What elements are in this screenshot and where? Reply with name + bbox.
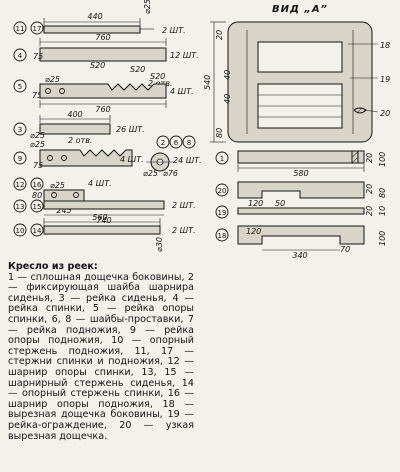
count: 4 ШТ.	[120, 155, 144, 164]
caption-body: 1 — сплошная дощечка боковины, 2 — фикси…	[8, 271, 194, 442]
dim-width: 75	[33, 52, 43, 61]
count: 24 ШТ.	[173, 156, 202, 165]
part-label: 1	[220, 155, 224, 163]
part-label: 17	[33, 25, 42, 33]
part-4: 4 760 75 12 ШТ.	[13, 33, 199, 62]
part-label: 12	[16, 181, 25, 189]
part-label: 4	[18, 52, 23, 60]
dim-label: ⌀25	[45, 75, 60, 84]
dim-label: S20	[90, 61, 105, 70]
dim-diameter: ⌀25	[143, 0, 152, 14]
dim-label: ⌀25	[30, 131, 45, 140]
dim-label: ⌀76	[163, 169, 178, 178]
dim-label: 2 отв.	[68, 136, 92, 145]
dim-label: 50	[275, 199, 285, 208]
part-11-17: 11 17 440 ⌀25 2 ШТ.	[13, 0, 186, 35]
count: 4 ШТ.	[170, 87, 194, 96]
section-20: 20 120 50 20 80	[215, 181, 387, 208]
dim-label: 80	[32, 191, 42, 200]
dim-width: 580	[293, 169, 308, 178]
dim-label: 20	[365, 153, 374, 163]
part-label: 10	[16, 227, 25, 235]
section-18: 18 120 340 70 100	[215, 225, 387, 260]
callout: 18	[380, 41, 390, 50]
part-label: 14	[33, 227, 42, 235]
dim-label: 40	[223, 70, 232, 80]
part-label: 15	[33, 203, 42, 211]
part-10-14: 10 14 560 ⌀30 2 ШТ.	[13, 213, 196, 252]
dim-label: 100	[378, 231, 387, 246]
dim-label: ⌀25	[143, 169, 158, 178]
dim-label: 245	[56, 206, 71, 215]
dim-label: 120	[248, 199, 263, 208]
callout: 20	[380, 109, 390, 118]
part-label: 20	[218, 187, 227, 195]
dim-label: 75	[32, 91, 42, 100]
part-label: 6	[174, 139, 179, 147]
washers-2-6-8: 2 6 8 ⌀25 ⌀76 24 ШТ.	[143, 135, 202, 178]
part-label: 2	[161, 139, 165, 147]
dim-label: ⌀25	[50, 181, 65, 190]
part-label: 18	[218, 232, 227, 240]
dim-diameter: ⌀30	[155, 237, 164, 252]
dim-label: 40	[223, 94, 232, 104]
count: 2 ШТ.	[162, 26, 186, 35]
part-label: 8	[187, 139, 191, 147]
dim-height: 540	[203, 75, 212, 90]
dim-label: ⌀25	[30, 140, 45, 149]
count: 2 ШТ.	[172, 226, 196, 235]
dim-label: 120	[246, 227, 261, 236]
caption-title: Кресло из реек:	[8, 261, 98, 272]
part-3: 3 400 26 ШТ.	[13, 110, 145, 136]
part-label: 13	[16, 203, 25, 211]
part-7-9: 9 ⌀25 ⌀25 2 отв. 75 4 ШТ.	[13, 131, 144, 170]
dim-label: 10	[378, 206, 387, 216]
part-label: 3	[18, 126, 22, 134]
count: 4 ШТ.	[88, 179, 112, 188]
dim-label: 340	[292, 251, 307, 260]
view-title: ВИД „А”	[272, 4, 328, 15]
part-label: 9	[18, 155, 22, 163]
section-19: 19 20 10	[215, 205, 387, 219]
part-13-15: 13 15 740 2 ШТ.	[13, 199, 196, 225]
dim-label: 80	[215, 128, 224, 138]
count: 2 ШТ.	[172, 201, 196, 210]
part-label: 11	[16, 25, 25, 33]
part-5: 5 S20 S20 S20 ⌀25 75 2 отв. 760 4 ШТ.	[13, 61, 194, 114]
view-a: ВИД „А” 540 20 80 40 40 18 19 20	[203, 4, 390, 143]
dim-label: 20	[365, 184, 374, 194]
dim-label: 20	[215, 30, 224, 40]
dim-length: 760	[95, 105, 110, 114]
dim-length: 440	[87, 12, 102, 21]
dim-length: 760	[95, 33, 110, 42]
callout: 19	[380, 75, 390, 84]
section-1: 1 580 20 100	[215, 150, 387, 178]
dim-label: 80	[378, 188, 387, 198]
dim-label: 20	[365, 206, 374, 216]
count: 12 ШТ.	[170, 51, 199, 60]
dim-label: 100	[378, 152, 387, 167]
dim-label: 75	[33, 161, 43, 170]
dim-label: S20	[130, 65, 145, 74]
count: 26 ШТ.	[116, 125, 145, 134]
part-label: 19	[218, 209, 227, 217]
dim-length: 740	[96, 216, 111, 225]
part-label: 5	[18, 83, 22, 91]
figure-caption: Кресло из реек: 1 — сплошная дощечка бок…	[8, 261, 194, 442]
dim-label: S20	[150, 72, 165, 81]
part-label: 16	[33, 181, 42, 189]
dim-length: 560	[92, 213, 107, 222]
dim-length: 400	[67, 110, 82, 119]
dim-label: 70	[340, 245, 350, 254]
